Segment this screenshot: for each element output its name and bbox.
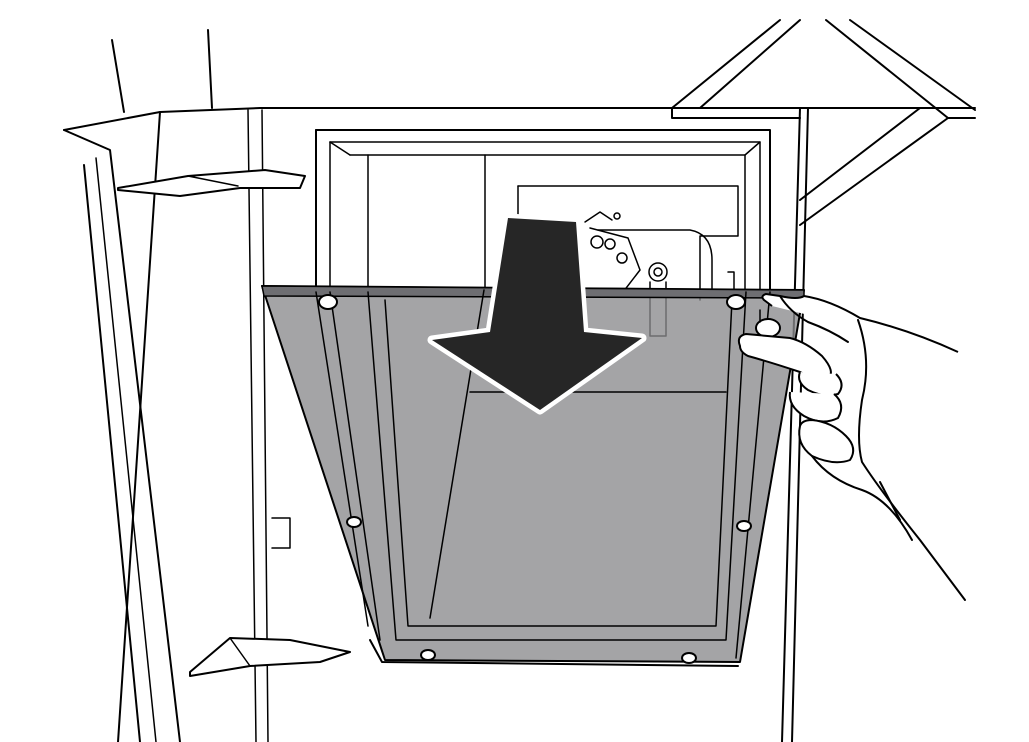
screw-bottom-left — [420, 649, 436, 661]
hand — [737, 293, 966, 601]
screw-top-right — [726, 294, 746, 310]
open-door — [63, 129, 351, 742]
direction-arrow — [427, 213, 647, 415]
screws — [318, 294, 752, 664]
screw-top-left — [318, 294, 338, 310]
screw-mid-left — [346, 516, 362, 528]
screw-mid-right — [736, 520, 752, 532]
screw-bottom-right — [681, 652, 697, 664]
